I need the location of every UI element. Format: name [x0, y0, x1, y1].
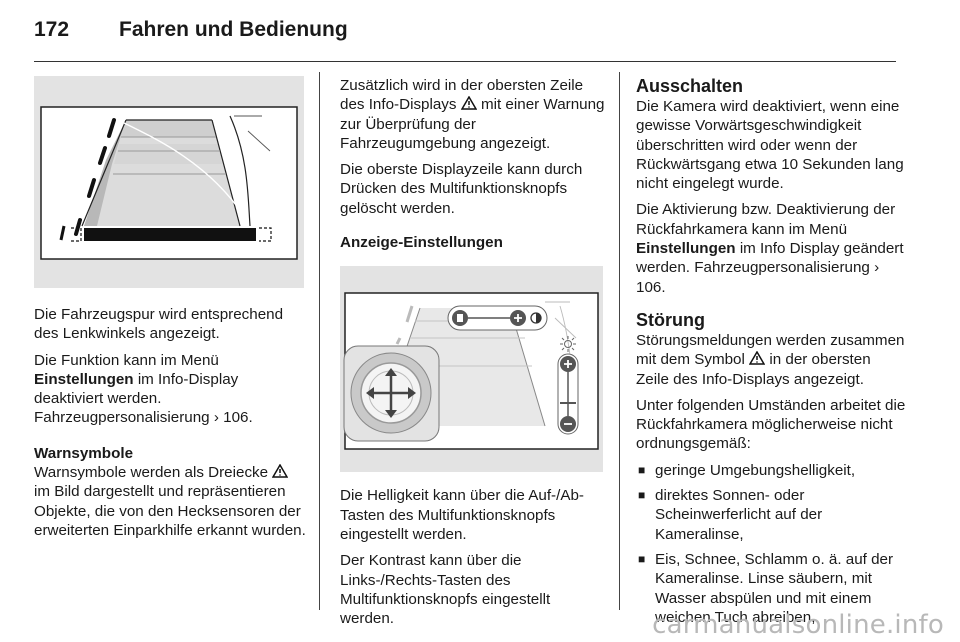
- anzeige-einstellungen-heading: Anzeige-Einstellungen: [340, 234, 503, 252]
- deactivation-paragraph: Die Kamera wird deaktiviert, wenn eine g…: [636, 98, 904, 193]
- warnsymbole-paragraph: Warnsymbole werden als Dreiecke im Bild …: [34, 464, 306, 539]
- menu-settings-term: Einstellungen: [636, 240, 736, 258]
- page-reference: 106.: [636, 278, 666, 296]
- stoerung-heading: Störung: [636, 309, 705, 330]
- warning-triangle-icon: [460, 96, 477, 111]
- contrast-paragraph: Der Kontrast kann über die Links-/Rechts…: [340, 552, 551, 628]
- warning-triangle-icon: [272, 464, 289, 478]
- ausschalten-heading: Ausschalten: [636, 76, 744, 96]
- page-ref-icon: ›: [874, 259, 880, 277]
- camera-lanes-figure: [34, 76, 304, 288]
- warnsymbole-heading: Warnsymbole: [34, 444, 134, 462]
- list-item: geringe Umgebungshelligkeit,: [636, 461, 906, 481]
- delete-top-line-paragraph: Die oberste Displayzeile kann durch Drüc…: [340, 161, 583, 217]
- chapter-title: Fahren und Bedienung: [119, 18, 348, 41]
- column-2: Zusätzlich wird in der obersten Zeile de…: [340, 76, 605, 635]
- activation-menu-paragraph: Die Aktivierung bzw. Deaktivierung der R…: [636, 201, 904, 296]
- display-settings-illustration: [343, 292, 599, 451]
- page-header: 172 Fahren und Bedienung: [34, 18, 348, 48]
- parking-lines-illustration: [40, 106, 298, 260]
- column-1: Die Fahrzeugspur wird entsprechend des L…: [34, 76, 306, 547]
- warning-triangle-icon: [749, 351, 766, 366]
- page-number: 172: [34, 18, 70, 41]
- fault-messages-paragraph: Störungsmeldungen werden zusammen mit de…: [636, 331, 905, 388]
- settings-paragraph: Die Funktion kann im Menü Einstellungen …: [34, 351, 253, 427]
- conditions-list: geringe Umgebungshelligkeit, direktes So…: [636, 461, 906, 627]
- column-3: Ausschalten Die Kamera wird deaktiviert,…: [636, 76, 906, 633]
- warning-top-line-paragraph: Zusätzlich wird in der obersten Zeile de…: [340, 77, 605, 152]
- watermark: carmanualsonline.info: [652, 610, 944, 640]
- brightness-paragraph: Die Helligkeit kann über die Auf-/Ab-Tas…: [340, 487, 584, 543]
- column-divider-1: [319, 72, 320, 610]
- list-item: Eis, Schnee, Schlamm o. ä. auf der Kamer…: [636, 550, 906, 627]
- lane-paragraph: Die Fahrzeugspur wird entsprechend des L…: [34, 306, 284, 343]
- display-settings-figure: [340, 266, 603, 473]
- list-item: direktes Sonnen- oder Scheinwerferlicht …: [636, 486, 906, 544]
- conditions-intro-paragraph: Unter folgenden Umständen arbeitet die R…: [636, 396, 906, 453]
- page-ref-icon: ›: [213, 409, 219, 427]
- column-divider-2: [619, 72, 620, 610]
- menu-settings-term: Einstellungen: [34, 370, 134, 388]
- header-rule: [34, 61, 896, 62]
- page-reference: 106.: [223, 409, 253, 427]
